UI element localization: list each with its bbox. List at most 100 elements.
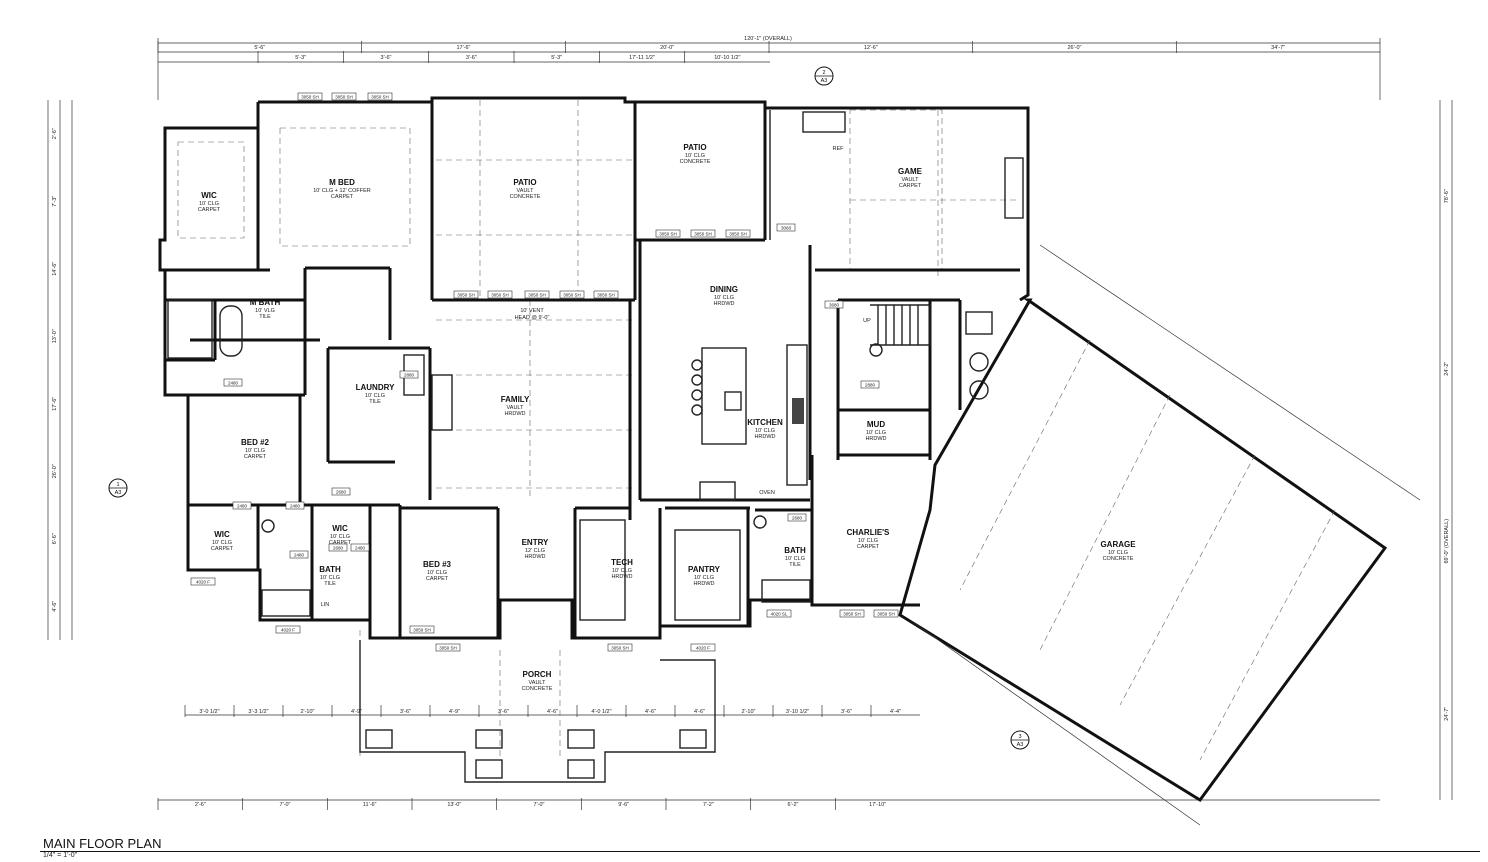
svg-text:A3: A3 — [821, 78, 828, 84]
room-detail: 10' CLG — [714, 295, 734, 301]
door-tag: 2880 — [399, 370, 419, 379]
room-name: CHARLIE'S — [847, 528, 890, 537]
dimension-label: 7'-0" — [280, 802, 291, 808]
room-name: PORCH — [523, 670, 552, 679]
dimension-label: 17'-11 1/2" — [629, 55, 655, 61]
dimension-label: 10'-10 1/2" — [714, 55, 740, 61]
room-name: WIC — [214, 530, 230, 539]
title-underline — [40, 851, 1480, 852]
room-name: GAME — [898, 167, 923, 176]
window-tag: 3050 SH — [873, 609, 899, 618]
dimension-label: 4'-6" — [694, 709, 705, 715]
room-name: MUD — [867, 420, 885, 429]
window-tag: 3050 SH — [655, 229, 681, 238]
room-detail: TILE — [369, 399, 381, 405]
ref-note: REF — [833, 146, 845, 152]
section-marker: 2A3 — [814, 66, 834, 86]
room-detail: CARPET — [899, 183, 922, 189]
room-detail: 10' CLG — [245, 448, 265, 454]
svg-text:2: 2 — [822, 70, 825, 76]
dimension-label: 78'-6" — [1444, 189, 1450, 203]
dimension-label: 17'-6" — [456, 45, 470, 51]
room-detail: CARPET — [857, 544, 880, 550]
window-tag: 3050 SH — [331, 92, 357, 101]
svg-text:3680: 3680 — [829, 303, 840, 308]
room-detail: 10' CLG — [212, 540, 232, 546]
ceiling-grid — [177, 100, 1020, 760]
room-detail: 10' CLG — [694, 575, 714, 581]
window-tag: 4020 F — [275, 625, 301, 634]
dimension-label: 26'-0" — [52, 464, 58, 478]
svg-text:3050 SH: 3050 SH — [439, 646, 457, 651]
door-tag: 2480 — [289, 550, 309, 559]
dimension-label: 69'-0" (OVERALL) — [1444, 519, 1450, 564]
dimension-label: 3'-0 1/2" — [199, 709, 219, 715]
dimension-label: 14'-6" — [52, 262, 58, 276]
room-detail: HRDWD — [611, 574, 632, 580]
room-detail: 10' CLG — [365, 393, 385, 399]
svg-text:3050 SH: 3050 SH — [528, 293, 546, 298]
drawing-scale: 1/4" = 1'-0" — [43, 852, 78, 859]
drawing-title: MAIN FLOOR PLAN — [43, 836, 162, 851]
door-tag: 2680 — [328, 543, 348, 552]
dimension-label: 20'-0" — [660, 45, 674, 51]
dimension-label: 9'-6" — [618, 802, 629, 808]
svg-text:2480: 2480 — [237, 504, 248, 509]
door-tag: 2880 — [860, 380, 880, 389]
dimension-label: 5'-3" — [295, 55, 306, 61]
dimension-label: 4'-9" — [449, 709, 460, 715]
svg-text:2680: 2680 — [333, 546, 344, 551]
room-detail: 12' CLG — [525, 548, 545, 554]
room-detail: TILE — [259, 314, 271, 320]
interior-walls — [165, 102, 1020, 638]
room-detail: CONCRETE — [522, 686, 553, 692]
room-detail: 10' CLG — [320, 575, 340, 581]
dimension-label: 4'-4" — [890, 709, 901, 715]
svg-text:3050 SH: 3050 SH — [371, 95, 389, 100]
window-tag: 3050 SH — [409, 625, 435, 634]
window-tag: 3050 SH — [559, 290, 585, 299]
dimension-label: 7'-3" — [52, 196, 58, 207]
room-name: WIC — [201, 191, 217, 200]
vent-head-note: HEAD @ 9'-0" — [515, 315, 550, 321]
window-tag: 3050 SH — [690, 229, 716, 238]
room-detail: 10' CLG — [612, 568, 632, 574]
dimension-label: 3'-10 1/2" — [786, 709, 809, 715]
room-detail: CARPET — [211, 546, 234, 552]
svg-text:2480: 2480 — [290, 504, 301, 509]
dimension-label: 7'-0" — [534, 802, 545, 808]
window-tag: 3050 SH — [725, 229, 751, 238]
dimension-label: 4'-9" — [351, 709, 362, 715]
right-dimension-lines: 78'-6"24'-2"69'-0" (OVERALL)24'-7" — [1439, 100, 1453, 800]
room-name: M BATH — [250, 298, 281, 307]
room-detail: 10' CLG — [685, 153, 705, 159]
door-tag: 2480 — [350, 543, 370, 552]
room-name: BED #3 — [423, 560, 452, 569]
svg-text:2680: 2680 — [336, 490, 347, 495]
vent-note: 10' VENT — [520, 308, 544, 314]
room-detail: 10' CLG + 12' COFFER — [313, 188, 371, 194]
dimension-label: 17'-6" — [52, 397, 58, 411]
svg-text:3050 SH: 3050 SH — [877, 612, 895, 617]
room-detail: 10' VLG — [255, 308, 275, 314]
door-tag: 2480 — [232, 501, 252, 510]
dimension-label: 7'-2" — [703, 802, 714, 808]
dimension-label: 6'-2" — [788, 802, 799, 808]
dimension-label: 4'-6" — [645, 709, 656, 715]
room-detail: CARPET — [331, 194, 354, 200]
svg-text:2680: 2680 — [792, 516, 803, 521]
door-tag: 2680 — [331, 487, 351, 496]
room-detail: CARPET — [426, 576, 449, 582]
svg-text:3050 SH: 3050 SH — [335, 95, 353, 100]
room-detail: 10' CLG — [199, 201, 219, 207]
dimension-label: 6'-6" — [52, 533, 58, 544]
dimension-label: 26'-0" — [1067, 45, 1081, 51]
